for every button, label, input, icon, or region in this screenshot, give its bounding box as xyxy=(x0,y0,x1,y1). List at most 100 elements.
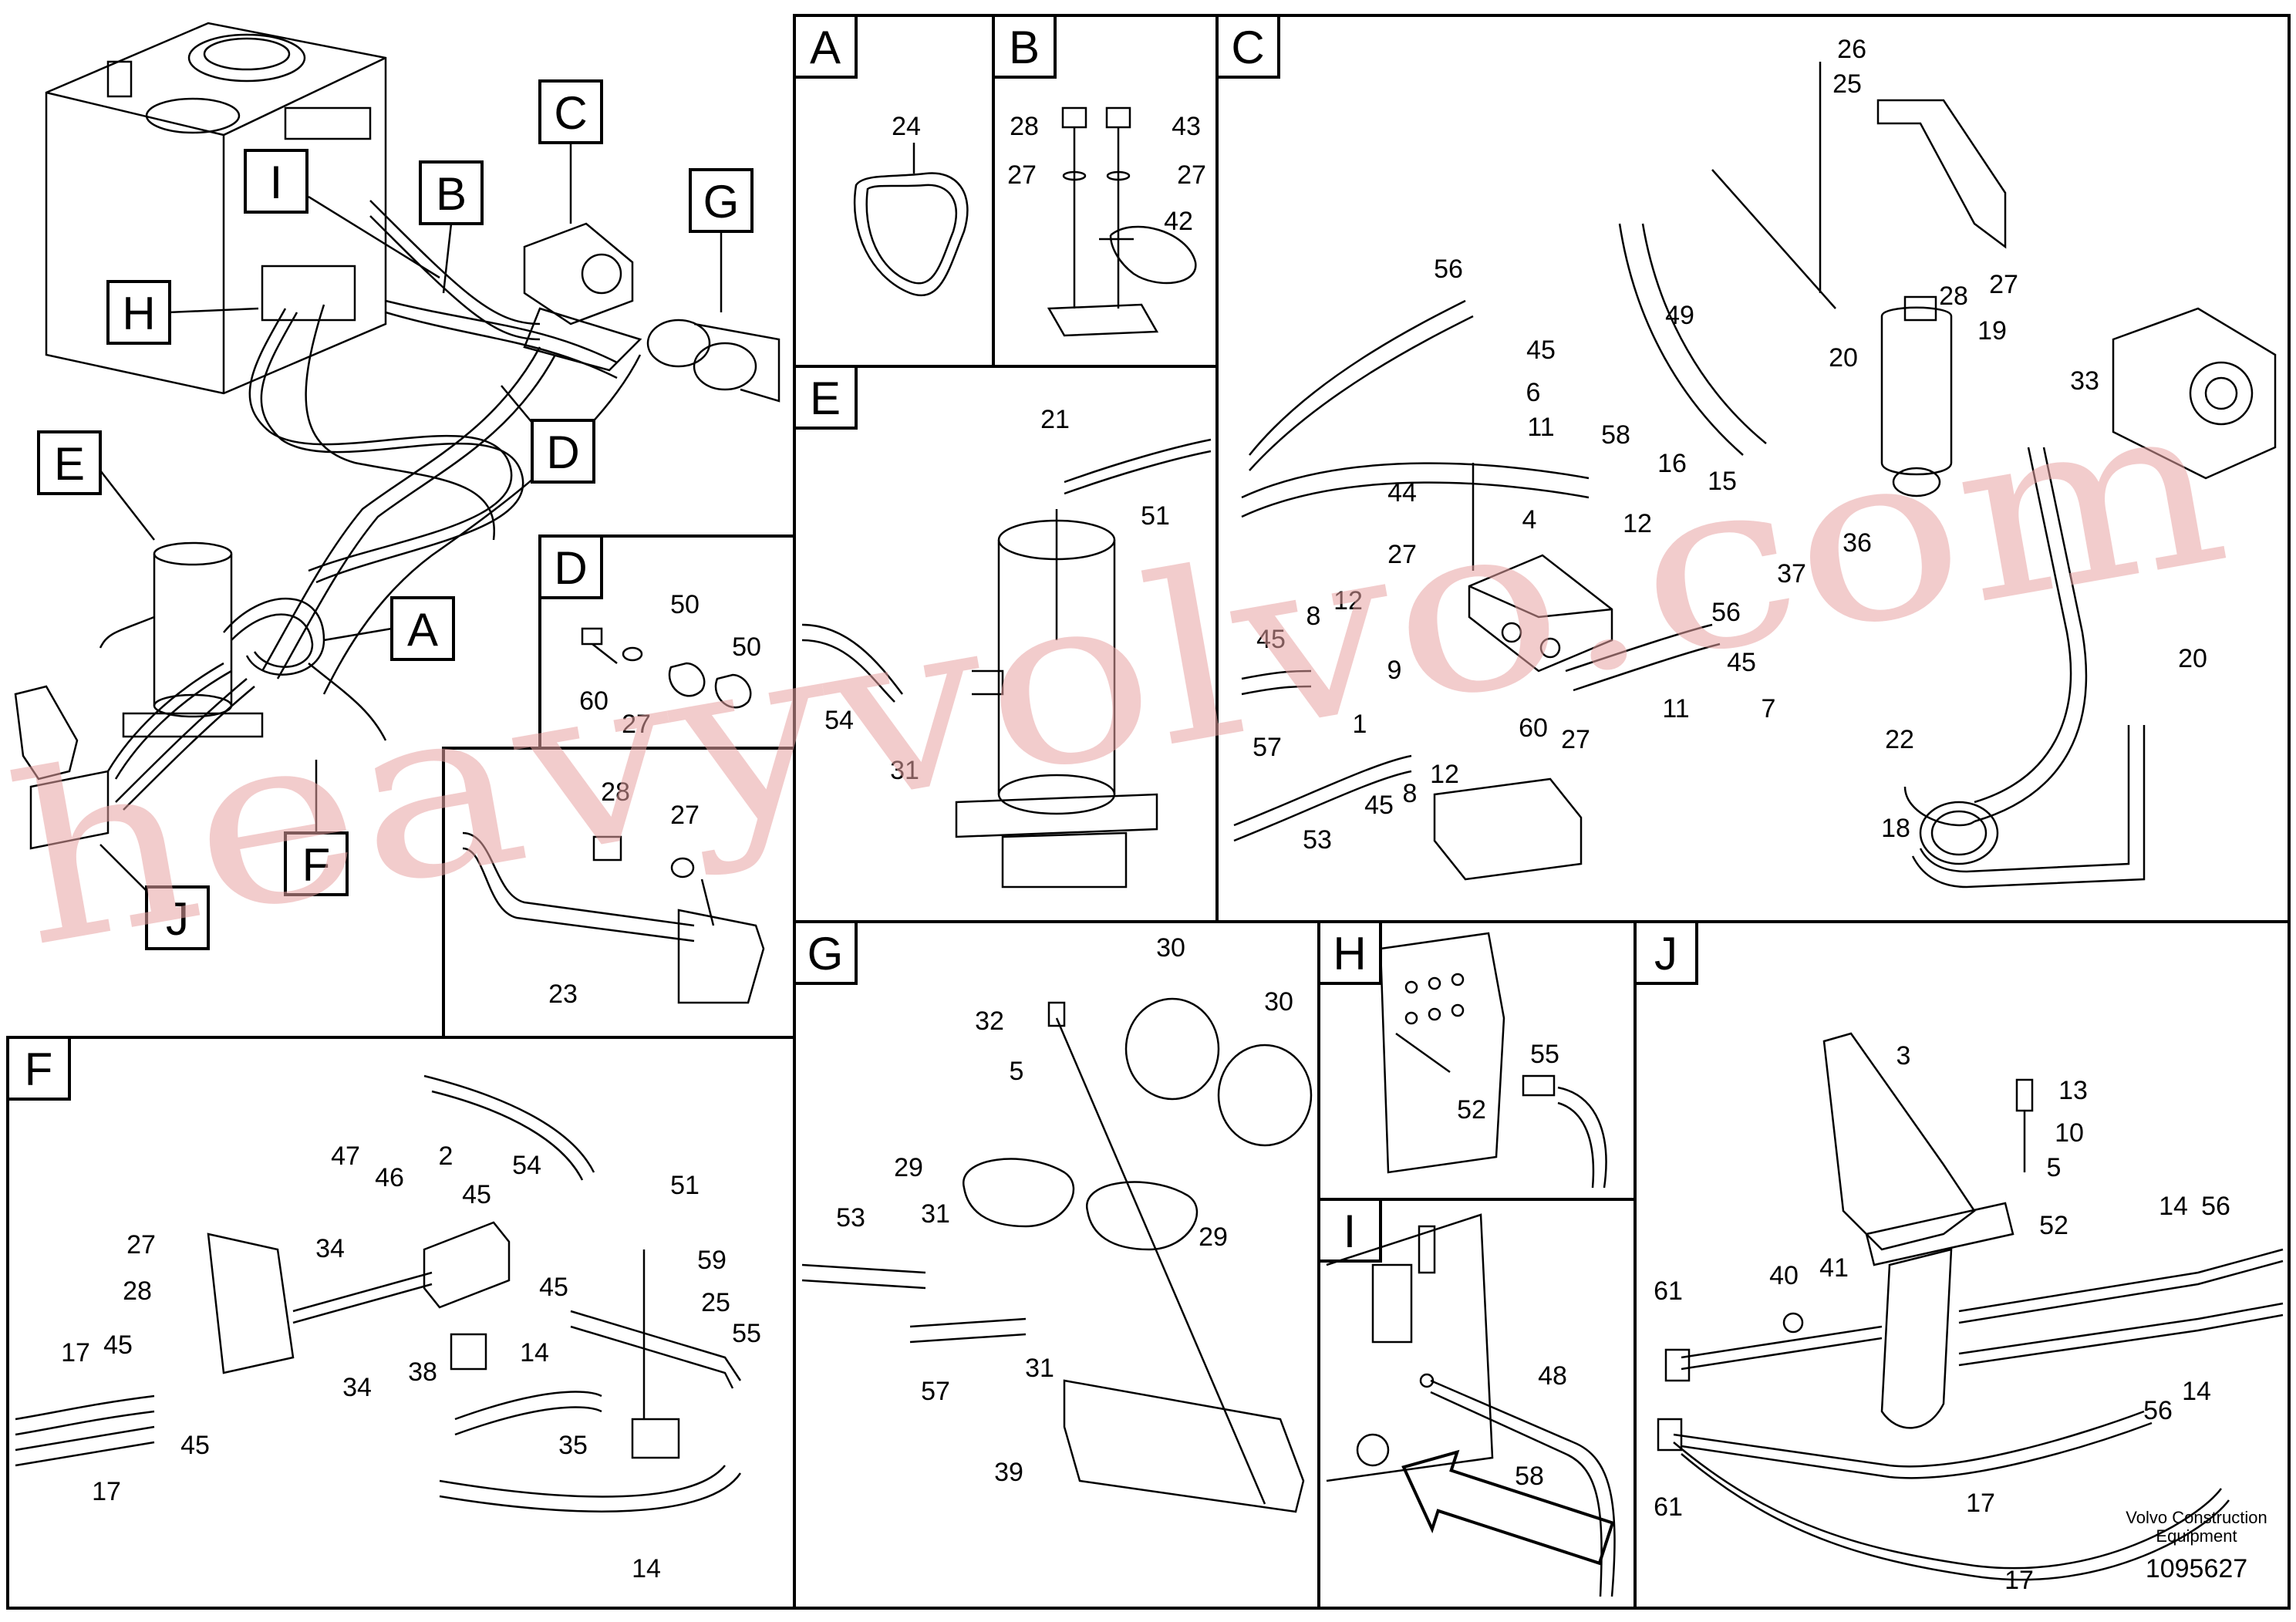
part-number-label: 26 xyxy=(1837,35,1866,64)
part-number-label: 53 xyxy=(836,1203,865,1233)
part-number-label: 31 xyxy=(921,1199,950,1229)
part-number-label: 31 xyxy=(890,756,919,785)
part-number-label: 23 xyxy=(548,980,578,1009)
part-number-label: 14 xyxy=(632,1554,661,1583)
part-number-label: 10 xyxy=(2055,1118,2084,1148)
panel-A: A 24 xyxy=(793,14,995,368)
accumulator-detail-illustration xyxy=(963,997,1313,1513)
return-filter-illustration xyxy=(1876,99,2007,497)
section-letter: E xyxy=(54,438,85,490)
section-letter: G xyxy=(703,176,740,228)
part-number-label: 35 xyxy=(558,1431,588,1460)
part-number-label: 58 xyxy=(1515,1462,1544,1491)
publisher-line-2: Equipment xyxy=(2156,1526,2237,1546)
part-number-label: 14 xyxy=(2182,1377,2211,1406)
callout-B: B xyxy=(419,160,484,225)
part-number-label: 20 xyxy=(2178,644,2207,673)
tee-block-illustration xyxy=(207,1221,680,1459)
part-number-label: 44 xyxy=(1387,478,1417,508)
overview-leaders xyxy=(99,135,723,899)
part-number-label: 17 xyxy=(92,1477,121,1506)
part-number-label: 34 xyxy=(315,1234,345,1263)
part-number-label: 8 xyxy=(1306,602,1321,631)
panel-G: G 30 30 32 5 29 53 31 29 57 31 39 xyxy=(793,920,1320,1610)
part-number-label: 56 xyxy=(1434,255,1463,284)
part-number-label: 3 xyxy=(1896,1041,1911,1071)
panel-E: E 21 51 54 31 xyxy=(793,365,1219,923)
part-number-label: 56 xyxy=(2143,1396,2173,1425)
part-number-label: 57 xyxy=(921,1377,950,1406)
part-number-label: 14 xyxy=(2159,1192,2188,1221)
part-number-label: 45 xyxy=(1727,648,1756,677)
hydraulic-tank-illustration xyxy=(45,22,387,395)
part-number-label: 45 xyxy=(539,1273,568,1302)
part-number-label: 28 xyxy=(123,1276,152,1306)
part-number-label: 27 xyxy=(1177,160,1206,190)
callout-C: C xyxy=(538,79,603,144)
clamp-illustration xyxy=(1047,106,1197,337)
callout-I: I xyxy=(244,149,308,214)
port-plate-illustration xyxy=(1379,932,1556,1174)
part-number-label: 45 xyxy=(1256,625,1286,654)
part-number-label: 22 xyxy=(1885,725,1914,754)
panel-B: B 28 43 27 27 42 xyxy=(992,14,1219,368)
callout-F: F xyxy=(284,831,349,896)
part-number-label: 25 xyxy=(701,1288,730,1317)
part-number-label: 45 xyxy=(103,1330,133,1360)
part-number-label: 37 xyxy=(1777,559,1806,588)
valve-block-illustration xyxy=(1433,554,1613,881)
part-number-label: 52 xyxy=(1457,1095,1486,1125)
section-letter: G xyxy=(807,928,844,980)
tank-side-illustration xyxy=(1326,1213,1494,1482)
section-letter: F xyxy=(302,839,331,891)
section-letter: C xyxy=(1231,22,1264,73)
part-number-label: 58 xyxy=(1601,420,1630,450)
section-letter: D xyxy=(554,542,587,594)
part-number-label: 60 xyxy=(1519,713,1548,743)
part-number-label: 51 xyxy=(670,1171,700,1200)
part-number-label: 16 xyxy=(1657,449,1687,478)
seal-ring-illustration xyxy=(853,172,969,297)
section-letter: C xyxy=(554,87,587,139)
part-number-label: 12 xyxy=(1623,509,1652,538)
section-letter: J xyxy=(1654,928,1677,980)
part-number-label: 54 xyxy=(824,706,854,735)
panel-F: F 2 47 46 45 54 51 xyxy=(6,1036,796,1610)
part-number-label: 19 xyxy=(1977,316,2007,346)
part-number-label: 11 xyxy=(1527,413,1554,442)
part-number-label: 54 xyxy=(512,1151,541,1180)
panel-J: J 3 13 10 5 14 56 52 4 xyxy=(1633,920,2291,1610)
section-letter: A xyxy=(810,22,841,73)
part-number-label: 13 xyxy=(2058,1076,2088,1105)
section-letter: D xyxy=(546,427,579,478)
part-number-label: 46 xyxy=(375,1163,404,1192)
part-number-label: 29 xyxy=(1199,1222,1228,1252)
part-number-label: 2 xyxy=(439,1141,453,1171)
pump-illustration xyxy=(523,222,642,372)
callout-E: E xyxy=(37,430,102,495)
part-number-label: 40 xyxy=(1769,1261,1799,1290)
part-number-label: 9 xyxy=(1387,656,1402,685)
document-number: 1095627 xyxy=(2146,1554,2247,1583)
part-number-label: 27 xyxy=(1387,540,1417,569)
publisher-line-1: Volvo Construction xyxy=(2126,1508,2267,1527)
part-number-label: 52 xyxy=(2039,1211,2068,1240)
part-number-label: 45 xyxy=(1526,336,1556,365)
part-number-label: 43 xyxy=(1172,112,1201,141)
clip-illustration xyxy=(581,627,752,709)
part-number-label: 7 xyxy=(1762,694,1776,723)
part-number-label: 34 xyxy=(342,1373,372,1402)
part-number-label: 1 xyxy=(1353,710,1367,739)
part-number-label: 59 xyxy=(697,1246,727,1275)
part-number-label: 49 xyxy=(1665,301,1694,330)
part-number-label: 21 xyxy=(1040,405,1070,434)
part-number-label: 50 xyxy=(670,590,700,619)
part-number-label: 47 xyxy=(331,1141,360,1171)
part-number-label: 17 xyxy=(61,1338,90,1367)
part-number-label: 24 xyxy=(892,112,921,141)
callout-A: A xyxy=(390,596,455,661)
panel-F-hoses xyxy=(15,1074,742,1512)
part-number-label: 39 xyxy=(994,1458,1023,1487)
part-number-label: 45 xyxy=(180,1431,210,1460)
